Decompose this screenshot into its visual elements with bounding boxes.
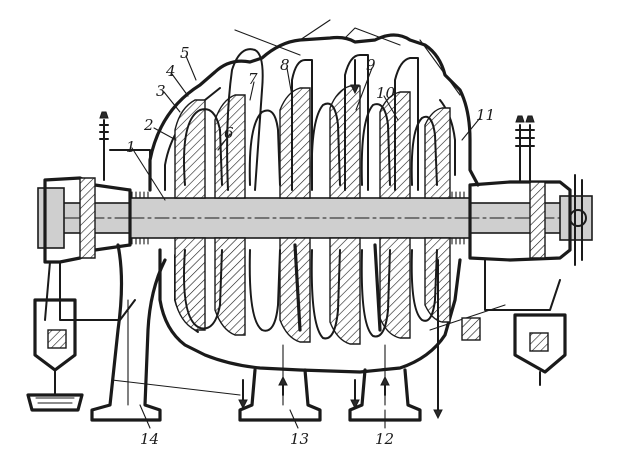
leader-lines <box>131 55 481 429</box>
callout-12: 12 <box>375 430 394 448</box>
right-bearing-housing <box>461 115 587 386</box>
callout-2: 2 <box>143 116 154 134</box>
left-bearing-housing <box>26 111 151 412</box>
discharge-nozzle-middle <box>238 243 322 422</box>
labyrinth-seals <box>131 191 465 245</box>
callout-13: 13 <box>290 430 309 448</box>
callout-9: 9 <box>366 56 376 74</box>
callout-4: 4 <box>165 62 176 80</box>
callout-1: 1 <box>126 138 136 156</box>
callout-labels: 1 2 3 4 5 6 7 8 9 10 11 12 13 14 <box>126 44 495 448</box>
return-channels-lower <box>183 249 438 340</box>
callout-8: 8 <box>280 56 290 74</box>
return-channels-upper <box>183 102 438 186</box>
callout-6: 6 <box>224 124 234 142</box>
flow-arrows <box>238 59 443 420</box>
callout-11: 11 <box>476 106 495 124</box>
diffusers-upper <box>226 48 419 191</box>
callout-7: 7 <box>248 70 258 88</box>
callout-5: 5 <box>180 44 190 62</box>
inlet-nozzle-left <box>90 243 167 422</box>
callout-14: 14 <box>140 430 159 448</box>
rotor-shaft <box>37 187 593 249</box>
callout-10: 10 <box>376 84 396 102</box>
callout-3: 3 <box>156 82 166 100</box>
